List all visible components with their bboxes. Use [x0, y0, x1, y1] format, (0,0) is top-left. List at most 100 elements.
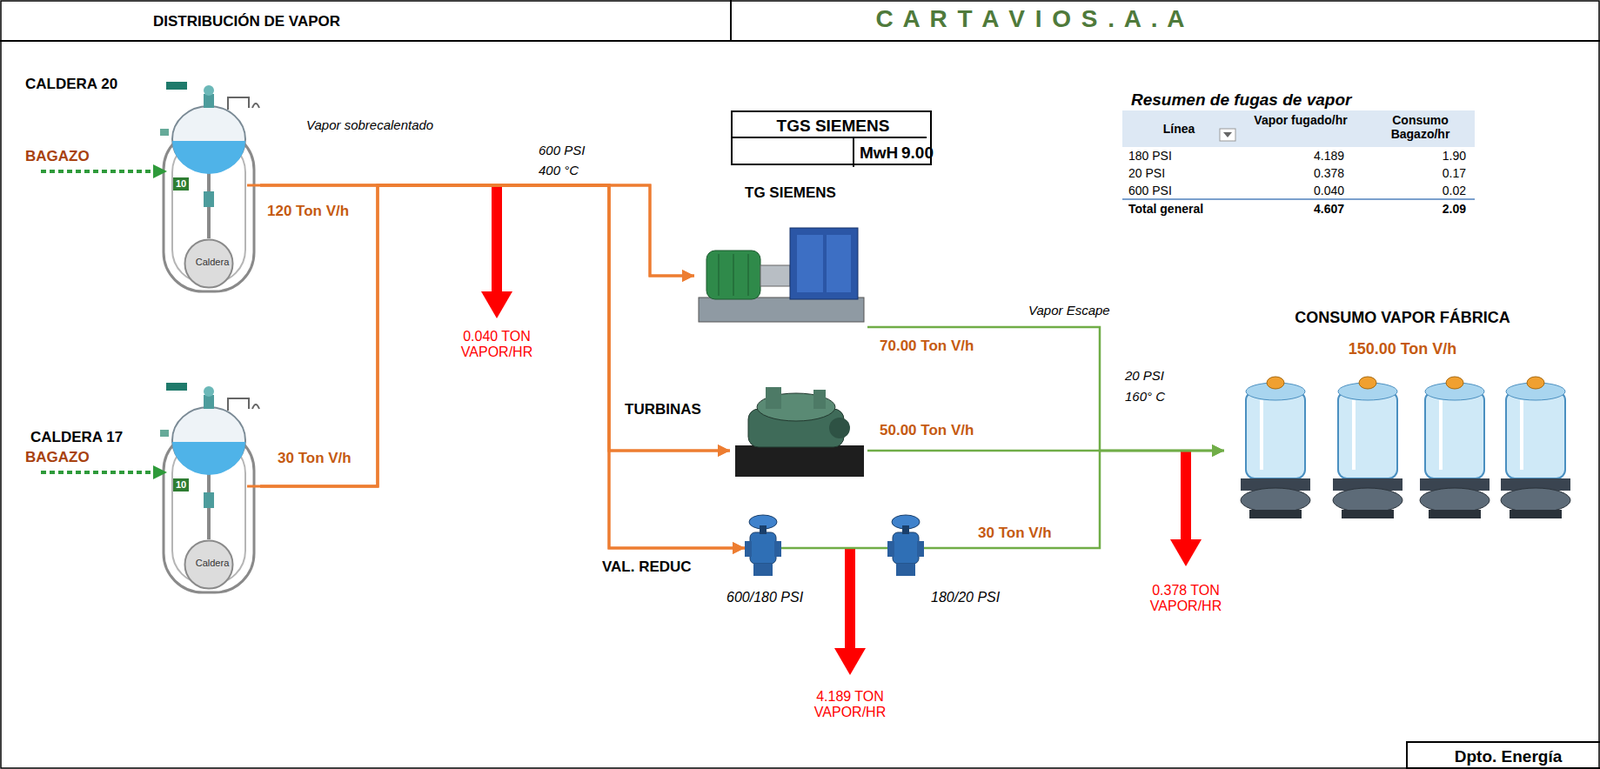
node-text: 150.00 Ton V/h — [1224, 340, 1581, 359]
reducing-valve: VAL. REDUC600/180 PSI — [744, 513, 782, 580]
bagasse-feed — [40, 171, 155, 473]
illustration — [1500, 376, 1571, 519]
power-box: TGS SIEMENS9.00MwH — [730, 110, 932, 166]
node-text: TURBINAS — [624, 401, 702, 419]
turbine-illustration — [735, 445, 864, 477]
circle-outline — [183, 539, 235, 590]
table-total: 4.607 — [1235, 201, 1345, 216]
flow-rate: 70.00 Ton V/h — [879, 337, 974, 355]
table-shading — [1122, 110, 1475, 148]
bagasse-feed — [40, 169, 155, 174]
table-cell: 1.90 — [1352, 148, 1467, 163]
steam-line — [260, 185, 730, 487]
turbine-illustration — [735, 387, 864, 477]
temperature-note: 160° C — [1124, 388, 1165, 404]
table-cell: 4.189 — [1235, 148, 1345, 163]
table-cell: 180 PSI — [1128, 148, 1225, 163]
leak-arrow — [481, 185, 1202, 676]
node-text: TG SIEMENS — [744, 184, 837, 202]
leak-summary-table: Resumen de fugas de vapor — [1122, 88, 1475, 221]
turbine-illustration — [813, 389, 826, 409]
node-text: 180/20 PSI — [930, 589, 1000, 606]
header-divider — [729, 0, 732, 41]
table-header: Consumo Bagazo/hr — [1370, 113, 1471, 141]
table-cell: 0.17 — [1352, 166, 1467, 181]
table-cell: 600 PSI — [1128, 183, 1225, 198]
leak-value: 0.378 TON VAPOR/HR — [1142, 582, 1230, 616]
table-total: 2.09 — [1352, 201, 1467, 216]
bagasse-arrowhead — [153, 164, 168, 179]
illustration — [160, 81, 261, 292]
node-text: 9.00 — [732, 143, 934, 163]
fuel-label: BAGAZO — [25, 147, 90, 166]
pressure-note: 600 PSI — [538, 142, 585, 158]
turbogenerator: TG SIEMENS — [694, 184, 868, 328]
table-grid — [732, 112, 924, 164]
node-text: Caldera — [183, 557, 242, 570]
turbogenerator-illustration — [789, 227, 858, 300]
table-shading — [1122, 198, 1475, 201]
leak-arrow — [1180, 450, 1192, 540]
circle-outline — [185, 240, 234, 288]
steam-line — [781, 547, 888, 550]
turbogenerator-illustration — [733, 254, 735, 296]
turbogenerator-illustration — [796, 234, 824, 293]
node-text: 600/180 PSI — [726, 589, 804, 606]
table-shading — [1122, 110, 1475, 200]
illustration — [1240, 376, 1311, 519]
bagasse-feed — [40, 470, 155, 475]
turbogenerator-illustration — [698, 227, 864, 322]
leak-arrow — [481, 291, 513, 319]
table-shading — [1223, 132, 1232, 138]
boiler: CALDERA 17 Caldera — [17, 374, 261, 602]
company-name: C A R T A V I O S . A . A — [783, 5, 1279, 34]
node-text: CALDERA 17 — [30, 428, 123, 447]
factory-consumption: CONSUMO VAPOR FÁBRICA150.00 Ton V/h — [1224, 308, 1581, 527]
steam-line — [260, 185, 745, 549]
turbine-illustration — [829, 417, 851, 439]
table-cell: 0.040 — [1235, 183, 1345, 198]
turbine-illustration — [765, 387, 782, 409]
illustration — [160, 382, 261, 593]
flow-rate: 30 Ton V/h — [277, 449, 352, 468]
callout-number: 10 — [173, 478, 189, 492]
steam-line — [867, 327, 1225, 451]
flow-rate: 120 Ton V/h — [267, 202, 349, 221]
turbogenerator-illustration — [760, 265, 790, 287]
turbogenerator-illustration — [826, 234, 851, 293]
table-shading — [1219, 128, 1236, 141]
boiler: CALDERA 20 Caldera — [17, 73, 261, 301]
page-title: DISTRIBUCIÓN DE VAPOR — [153, 13, 341, 31]
steam-line — [260, 185, 745, 549]
table-total: Total general — [1128, 201, 1242, 216]
node-text: Caldera — [183, 256, 242, 268]
table-cell: 20 PSI — [1128, 166, 1225, 181]
turbogenerator-illustration — [748, 254, 750, 296]
header-rule — [0, 40, 1600, 42]
circle-outline — [185, 541, 234, 590]
table-cell: 0.02 — [1352, 183, 1467, 198]
flow-rate: 50.00 Ton V/h — [879, 421, 974, 440]
table-header: Línea — [1148, 121, 1210, 136]
leak-arrow — [491, 185, 503, 292]
boiler-drum-circle: Caldera — [183, 539, 242, 590]
node-text: Resumen de fugas de vapor — [1131, 90, 1352, 110]
node-text: TGS SIEMENS — [732, 116, 934, 136]
table-header: Vapor fugado/hr — [1252, 113, 1349, 128]
illustration — [887, 515, 924, 576]
table-cell: 0.378 — [1235, 166, 1345, 181]
steam-line — [260, 185, 695, 487]
node-text: CALDERA 20 — [25, 75, 118, 94]
steam-line — [260, 185, 730, 451]
steam-line — [260, 185, 695, 276]
leak-arrow — [1170, 539, 1202, 567]
turbogenerator-illustration — [706, 250, 761, 300]
bagasse-arrowhead — [153, 164, 168, 480]
turbine: TURBINAS — [729, 380, 868, 483]
leak-value: 0.040 TON VAPOR/HR — [453, 328, 541, 362]
callout-number: 10 — [173, 177, 189, 191]
flow-rate: 30 Ton V/h — [977, 524, 1052, 543]
node-text: VAL. REDUC — [602, 558, 692, 576]
boiler-drum-circle: Caldera — [183, 238, 242, 289]
circle-outline — [183, 238, 235, 289]
